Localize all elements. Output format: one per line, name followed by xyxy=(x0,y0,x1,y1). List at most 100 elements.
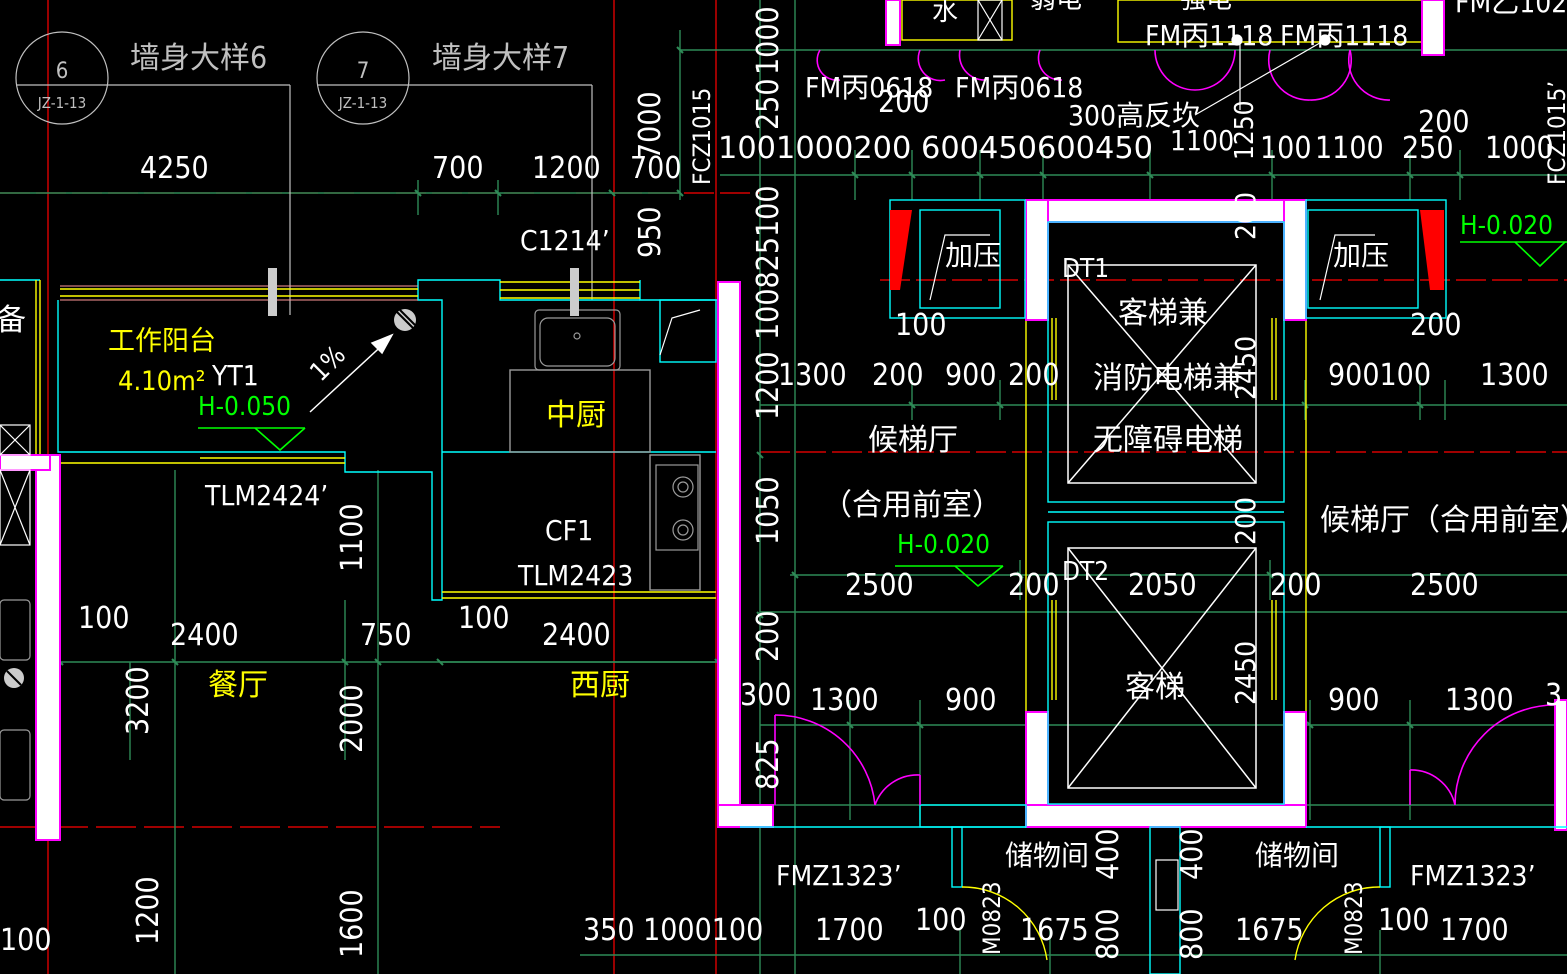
label-dt1: DT1 xyxy=(1062,254,1109,284)
callout-6-num: 6 xyxy=(56,59,69,84)
room-label-work-balcony: 工作阳台 xyxy=(108,326,216,357)
dim-row2-a: 200 xyxy=(872,358,924,393)
dim-100b: 100 xyxy=(458,601,510,636)
dim-1250: 1250 xyxy=(1230,100,1260,160)
label-fm-bottom-right: FMZ1323’ xyxy=(1410,859,1536,892)
dim-200e: 200 xyxy=(1270,568,1322,603)
label-fm-top-right-2: FM丙1118 xyxy=(1280,19,1408,52)
drain-icon xyxy=(4,309,416,688)
dim-bottom-400a: 400 xyxy=(1091,828,1126,880)
dim-bottom-1675b: 1675 xyxy=(1235,913,1304,948)
callout-7 xyxy=(316,31,593,300)
dim-bottom-row-l: 350 1000100 xyxy=(583,913,763,948)
dim-1100: 1100 xyxy=(335,503,370,572)
dim-100e: 100 xyxy=(895,308,947,343)
callout-7-ref: JZ-1-13 xyxy=(338,94,387,112)
dim-700b: 700 xyxy=(630,151,682,186)
dim-bottom-400b: 400 xyxy=(1175,828,1210,880)
label-fm-top-cut: FM乙102 xyxy=(1455,0,1567,19)
shaft-red-marks xyxy=(890,210,1444,290)
label-pressurize-right: 加压 xyxy=(1333,239,1389,272)
dim-2400b: 2400 xyxy=(542,618,611,653)
label-tlm2423: TLM2423 xyxy=(517,559,633,592)
dim-v-1200: 1200 xyxy=(751,351,786,420)
label-fm-bottom-left: FMZ1323’ xyxy=(776,859,902,892)
label-strong-elec: 强电 xyxy=(1180,0,1232,15)
dim-1200a: 1200 xyxy=(532,151,601,186)
room-label-chinese-kitchen: 中厨 xyxy=(546,398,606,433)
dim-bottom-1700b: 1700 xyxy=(1440,913,1509,948)
callout-6-title: 墙身大样6 xyxy=(130,41,267,76)
dim-7000: 7000 xyxy=(633,91,668,160)
dim-v-300: 300 xyxy=(740,678,792,713)
dim-2500b: 2500 xyxy=(1410,568,1479,603)
dim-top-row: 1001000200 600450600450 xyxy=(718,131,1153,166)
dim-1100b: 1100 xyxy=(1170,124,1234,157)
label-elevator2: 客梯 xyxy=(1125,670,1185,705)
label-pressurize-left: 加压 xyxy=(945,239,1001,272)
balcony-rail xyxy=(60,285,418,301)
dim-1300a: 1300 xyxy=(810,683,879,718)
callout-6-ref: JZ-1-13 xyxy=(37,94,86,112)
dim-200c: 200 xyxy=(1410,308,1462,343)
dim-200a: 200 xyxy=(878,85,930,120)
dimension-texts: 4250 700 1200 700 7000 950 100 2400 750 … xyxy=(0,6,1562,960)
dim-v-250: 250 xyxy=(751,78,786,130)
label-fm-top-left-2: FM丙0618 xyxy=(955,71,1083,104)
dim-row2-l: 1300 xyxy=(778,358,847,393)
dim-250: 250 xyxy=(1402,131,1454,166)
door-swings xyxy=(774,49,1556,806)
dim-bottom-800a: 800 xyxy=(1091,908,1126,960)
label-tlm2424: TLM2424’ xyxy=(204,479,328,512)
dim-1100c: 1100 xyxy=(1315,131,1384,166)
dim-2400a: 2400 xyxy=(170,618,239,653)
room-label-western-kitchen: 西厨 xyxy=(570,668,630,703)
label-m0823-left: M0823 xyxy=(978,881,1006,955)
dim-1300b: 1300 xyxy=(1445,683,1514,718)
elevation-top-right: H-0.020 xyxy=(1460,211,1553,241)
dim-700a: 700 xyxy=(432,151,484,186)
dim-row2-e: 1300 xyxy=(1480,358,1549,393)
dim-v-1050: 1050 xyxy=(751,476,786,545)
dim-900b: 900 xyxy=(1328,683,1380,718)
label-lobby-left: 候梯厅 xyxy=(868,423,958,458)
dim-3: 3 xyxy=(1545,678,1562,713)
label-dt2: DT2 xyxy=(1062,557,1109,587)
label-elevator1-line2: 消防电梯兼 xyxy=(1093,361,1243,396)
label-elevator1-line3: 无障碍电梯 xyxy=(1093,423,1243,458)
window-lines xyxy=(35,0,1424,715)
hatch-stack xyxy=(0,0,1179,911)
dim-2000: 2000 xyxy=(335,684,370,753)
dim-row2-d: 900100 xyxy=(1328,358,1431,393)
elevator-cars xyxy=(1067,264,1257,789)
dim-1000: 1000 xyxy=(1485,131,1554,166)
elevation-balcony: H-0.050 xyxy=(198,392,291,422)
label-elevator1-line1: 客梯兼 xyxy=(1118,296,1208,331)
label-fm-top-left-1: FM丙0618 xyxy=(805,71,933,104)
callout-6 xyxy=(15,31,291,315)
dim-950: 950 xyxy=(633,206,668,258)
dim-v-1000825: 100825100 xyxy=(751,185,786,340)
dim-2450b: 2450 xyxy=(1229,641,1262,705)
dim-750: 750 xyxy=(360,618,412,653)
dim-bottom-1675a: 1675 xyxy=(1020,913,1089,948)
dim-1600: 1600 xyxy=(335,889,370,958)
dim-2450a: 2450 xyxy=(1229,336,1262,400)
dim-200b: 200 xyxy=(1418,105,1470,140)
dim-v-200: 200 xyxy=(751,610,786,662)
label-water: 水 xyxy=(932,0,958,27)
room-label-dining: 餐厅 xyxy=(208,668,268,703)
dim-100c: 100 xyxy=(0,923,52,958)
label-fm-top-right-1: FM丙1118 xyxy=(1145,19,1273,52)
label-lobby-left-sub: （合用前室） xyxy=(822,488,1002,523)
room-label-balcony-area: 4.10m² xyxy=(118,366,205,397)
label-m0823-right: M0823 xyxy=(1340,881,1368,955)
dim-2050: 2050 xyxy=(1128,568,1197,603)
label-curb: 300高反坎 xyxy=(1068,99,1200,132)
dim-v-1000: 1000 xyxy=(751,6,786,75)
dim-bottom-100b: 100 xyxy=(1378,903,1430,938)
leader-lines xyxy=(659,34,1375,356)
slope-arrow xyxy=(309,333,394,413)
label-storage-left: 储物间 xyxy=(1005,839,1089,872)
